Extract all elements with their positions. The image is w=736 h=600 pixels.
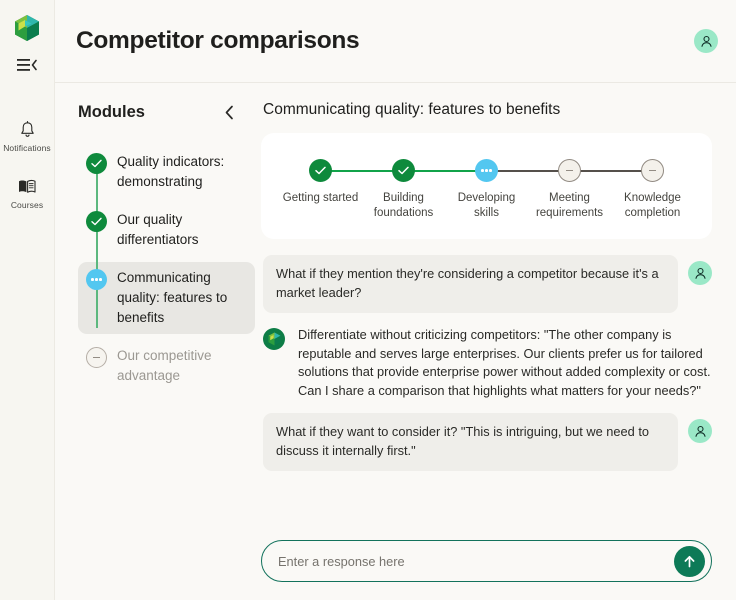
step-building-foundations[interactable]: Building foundations	[362, 159, 487, 221]
sidebar-item-label: Courses	[10, 200, 44, 210]
step-label: Building foundations	[373, 192, 434, 219]
send-button[interactable]	[674, 545, 705, 577]
collapse-menu-icon[interactable]	[14, 56, 40, 74]
module-item-label: Communicating quality: features to benef…	[117, 270, 228, 325]
left-nav-rail: Notifications Courses	[0, 0, 55, 600]
avatar	[688, 419, 712, 443]
step-label: Getting started	[282, 192, 359, 204]
chevron-left-icon[interactable]	[221, 105, 237, 121]
chat-message-user: What if they mention they're considering…	[263, 255, 712, 313]
page-title: Competitor comparisons	[76, 27, 360, 54]
step-meeting-requirements[interactable]: Meeting requirements	[528, 159, 653, 221]
sidebar-item-notifications[interactable]: Notifications	[0, 112, 54, 157]
arrow-up-icon	[684, 555, 695, 567]
dash-icon[interactable]	[641, 159, 664, 182]
response-composer[interactable]	[261, 540, 712, 582]
step-label: Knowledge completion	[624, 192, 681, 219]
modules-title: Modules	[78, 103, 145, 121]
bell-icon	[20, 119, 35, 139]
chat-bubble-text: Differentiate without criticizing compet…	[298, 327, 711, 398]
step-label: Meeting requirements	[535, 192, 604, 219]
in-progress-dots-icon	[86, 269, 107, 290]
chat-message-user: What if they want to consider it? "This …	[263, 413, 712, 471]
person-icon	[694, 425, 706, 437]
composer-area	[261, 533, 712, 600]
chat-thread: What if they mention they're considering…	[261, 255, 712, 533]
modules-panel: Modules Quality indicators: demo	[55, 83, 255, 600]
avatar[interactable]	[694, 29, 718, 53]
response-input[interactable]	[278, 546, 674, 576]
check-icon[interactable]	[392, 159, 415, 182]
avatar	[688, 261, 712, 285]
module-connector	[96, 160, 98, 246]
module-item-quality-indicators[interactable]: Quality indicators: demonstrating	[78, 146, 255, 198]
rail-nav-list: Notifications Courses	[0, 112, 54, 214]
dash-icon	[86, 347, 107, 368]
check-icon	[86, 211, 107, 232]
module-item-label: Our quality differentiators	[117, 212, 199, 247]
sidebar-item-label: Notifications	[3, 143, 51, 153]
modules-list: Quality indicators: demonstrating Our qu…	[78, 146, 255, 392]
book-icon	[18, 176, 36, 196]
check-icon	[86, 153, 107, 174]
step-developing-skills[interactable]: Developing skills	[445, 159, 570, 221]
progress-stepper-card: Getting started Building foundations	[261, 133, 712, 239]
top-header-bar: Competitor comparisons	[55, 0, 736, 83]
progress-stepper: Getting started Building foundations	[279, 159, 694, 221]
module-item-label: Our competitive advantage	[117, 348, 212, 383]
module-item-communicating-quality[interactable]: Communicating quality: features to benef…	[78, 262, 255, 334]
module-item-label: Quality indicators: demonstrating	[117, 154, 225, 189]
assistant-avatar	[263, 328, 285, 350]
chat-message-assistant: Differentiate without criticizing compet…	[263, 326, 712, 400]
dash-icon[interactable]	[558, 159, 581, 182]
module-item-competitive-advantage[interactable]: Our competitive advantage	[78, 340, 255, 392]
main-content: Communicating quality: features to benef…	[255, 83, 736, 600]
chat-bubble-text: What if they want to consider it? "This …	[263, 413, 678, 471]
step-knowledge-completion[interactable]: Knowledge completion	[611, 159, 694, 221]
person-icon	[700, 35, 712, 47]
in-progress-dots-icon[interactable]	[475, 159, 498, 182]
chat-bubble-text: What if they mention they're considering…	[263, 255, 678, 313]
person-icon	[694, 267, 706, 279]
right-pane: Competitor comparisons Modules	[55, 0, 736, 600]
lesson-title: Communicating quality: features to benef…	[263, 101, 561, 118]
module-item-quality-differentiators[interactable]: Our quality differentiators	[78, 204, 255, 256]
sidebar-item-courses[interactable]: Courses	[0, 169, 54, 214]
modules-header: Modules	[78, 103, 255, 122]
check-icon[interactable]	[309, 159, 332, 182]
app-logo-cube[interactable]	[14, 14, 40, 42]
step-label: Developing skills	[457, 192, 516, 219]
body-area: Modules Quality indicators: demo	[55, 83, 736, 600]
step-getting-started[interactable]: Getting started	[279, 159, 404, 206]
